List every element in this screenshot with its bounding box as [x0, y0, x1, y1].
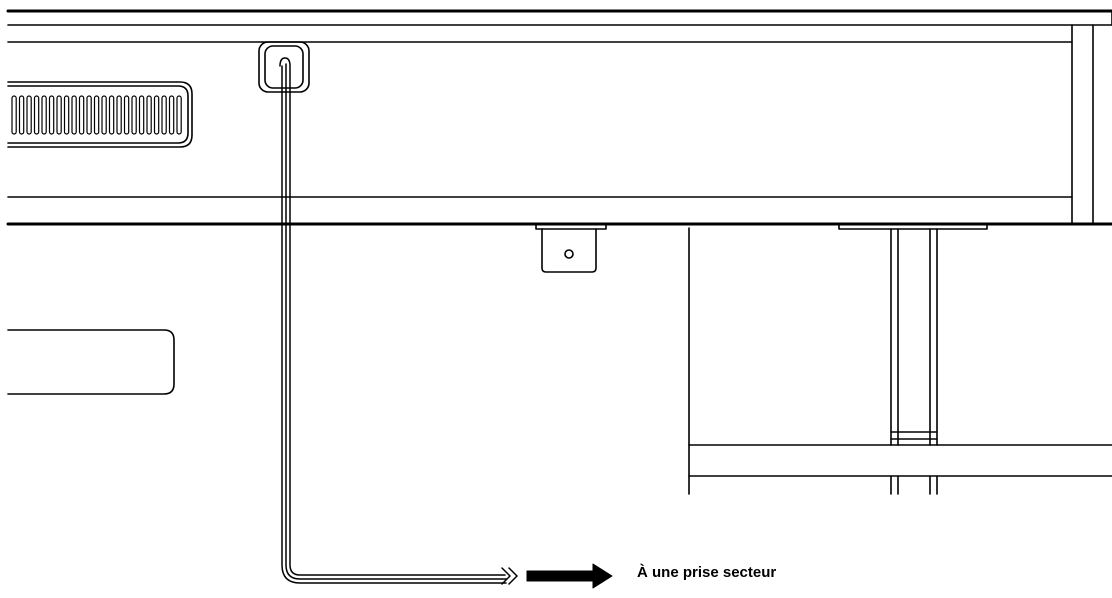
- vent-slot: [161, 95, 167, 135]
- vent-slot: [123, 95, 130, 135]
- vent-slot: [101, 95, 107, 135]
- vent-slot: [41, 95, 47, 135]
- vent-slot: [63, 95, 70, 135]
- vent-slot: [93, 95, 100, 135]
- mounting-bracket: [535, 223, 607, 273]
- vent-grille: [7, 81, 193, 148]
- vent-slot: [86, 95, 92, 135]
- vent-slot: [168, 95, 175, 135]
- arrow-to-outlet-icon: [526, 563, 613, 589]
- vent-slot: [138, 95, 145, 135]
- vent-slot: [56, 95, 62, 135]
- vent-slot: [78, 95, 85, 135]
- stand: [688, 223, 1112, 495]
- vent-slot: [146, 95, 152, 135]
- vent-slot: [131, 95, 137, 135]
- vent-slot: [26, 95, 32, 135]
- vent-slots: [11, 95, 182, 135]
- vent-slot: [176, 95, 182, 135]
- vent-slot: [108, 95, 115, 135]
- vent-slot: [116, 95, 122, 135]
- outlet-label: À une prise secteur: [637, 564, 777, 581]
- vent-slot: [33, 95, 40, 135]
- device-body: [6, 9, 1112, 226]
- vent-slot: [11, 95, 17, 135]
- vent-slot: [18, 95, 25, 135]
- vent-slot: [71, 95, 77, 135]
- vent-slot: [48, 95, 55, 135]
- ac-inlet-socket: [258, 41, 310, 93]
- power-cord: [279, 57, 518, 585]
- vent-slot: [153, 95, 160, 135]
- side-panel: [7, 329, 175, 395]
